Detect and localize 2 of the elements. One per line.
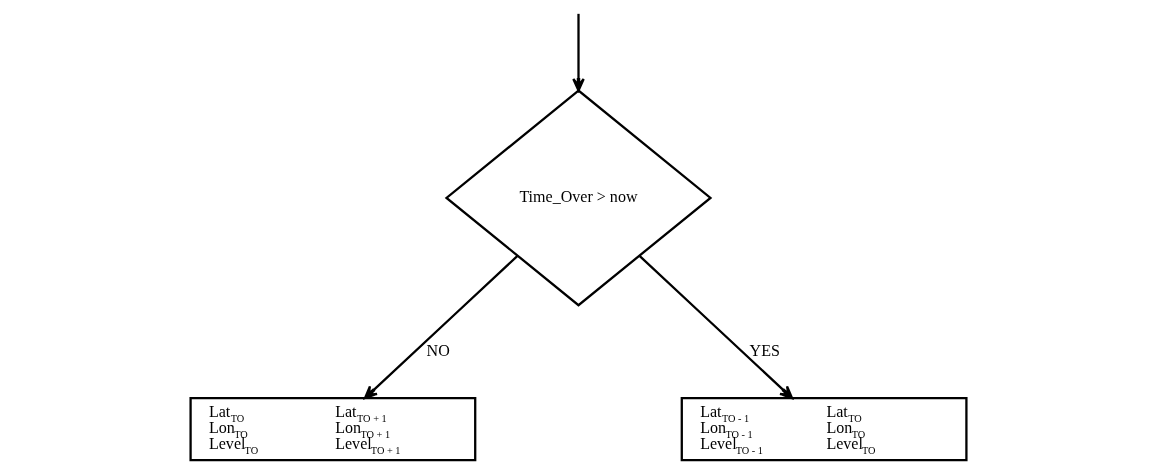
edge-label: NO — [426, 341, 450, 359]
edge-label: YES — [749, 341, 780, 359]
